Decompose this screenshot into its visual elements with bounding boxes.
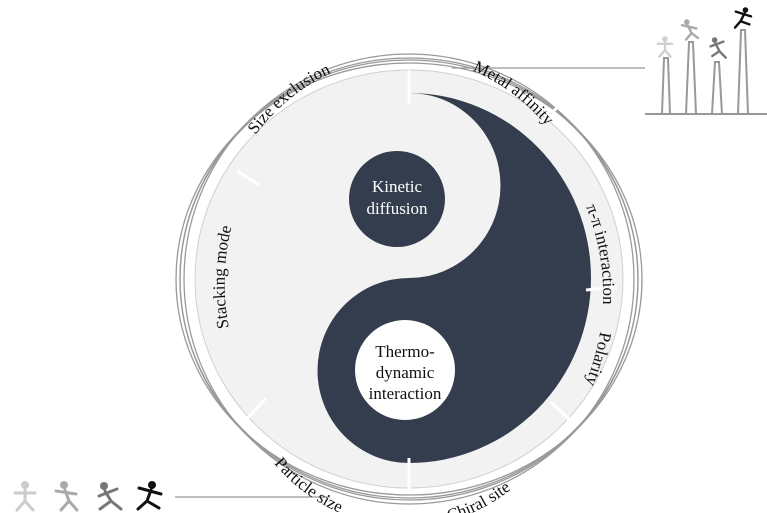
martial-arts-figure-icon-4: [136, 481, 163, 511]
peak-figure-icon-3: [709, 37, 728, 59]
segment-dividers: [236, 70, 618, 489]
kinetic-label-line1: Kinetic: [372, 177, 422, 196]
chromatogram-peaks-icon: [645, 29, 767, 115]
thermo-label-line2: dynamic: [376, 363, 435, 382]
thermo-dot: [355, 320, 455, 420]
thermo-label-line3: interaction: [369, 384, 442, 403]
thermo-label-line1: Thermo-: [375, 342, 435, 361]
martial-arts-figure-icon-1: [13, 481, 37, 512]
kinetic-dot: [349, 151, 445, 247]
outer-rings: [175, 53, 643, 505]
martial-arts-figure-icon-3: [97, 482, 123, 511]
martial-arts-figure-icon-2: [54, 481, 79, 512]
peak-figure-icon-2: [680, 19, 700, 41]
peak-figure-icon-1: [656, 36, 674, 58]
peak-figure-icon-4: [733, 7, 753, 29]
kinetic-label-line2: diffusion: [366, 199, 428, 218]
